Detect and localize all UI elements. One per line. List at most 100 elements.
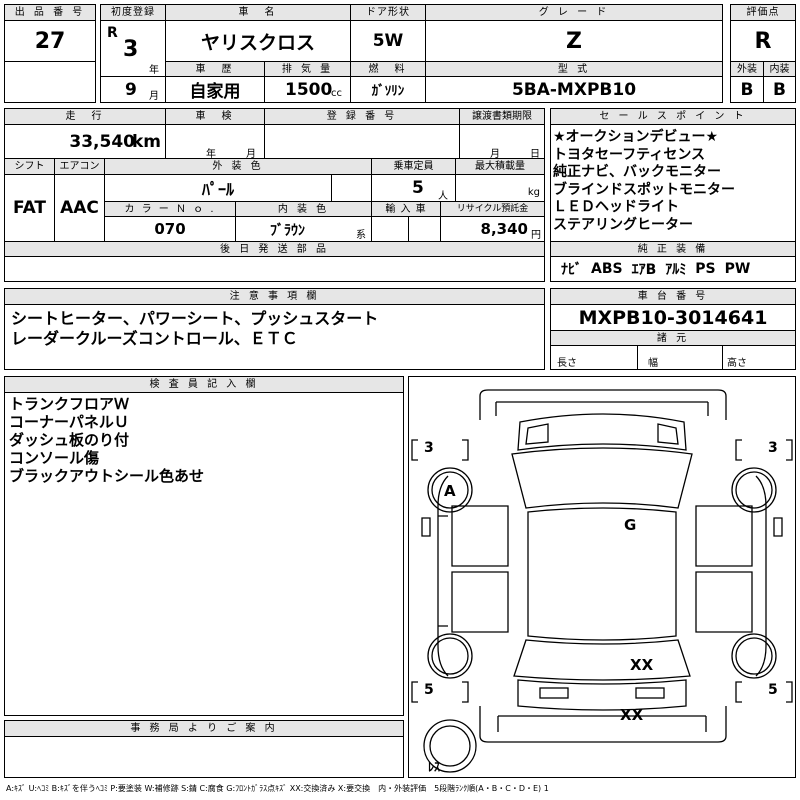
registration-label: 登 録 番 号 xyxy=(264,108,460,125)
history-label: 車 歴 xyxy=(165,61,265,77)
inspection-cell: 年 月 xyxy=(165,124,265,159)
transfer-month-unit: 月 xyxy=(490,149,500,159)
exterior-label: 外装 xyxy=(730,61,764,77)
capacity-value: 5 xyxy=(412,178,424,198)
car-name-value: ヤリスクロス xyxy=(165,20,351,62)
color-no-label: カ ラ ー Ｎ ｏ . xyxy=(104,201,236,217)
equipment-item-airbag: ｴｱB xyxy=(631,262,657,278)
recycle-unit: 円 xyxy=(531,230,541,241)
chassis-value: MXPB10-3014641 xyxy=(550,304,796,331)
door-type-value: 5W xyxy=(350,20,426,62)
month-cell: 9 月 xyxy=(100,76,166,103)
fuel-value: ｶﾞｿﾘﾝ xyxy=(350,76,426,103)
interior-color-cell: ﾌﾞﾗｳﾝ 系 xyxy=(235,216,372,242)
inspector-line: コーナーパネルＵ xyxy=(9,413,129,431)
year-unit: 年 xyxy=(149,65,159,76)
capacity-label: 乗車定員 xyxy=(371,158,456,175)
equipment-item-pw: PW xyxy=(724,261,751,277)
equipment-label: 純 正 装 備 xyxy=(550,241,796,257)
month-unit: 月 xyxy=(149,91,159,102)
equipment-item-navi: ﾅﾋﾞ xyxy=(561,262,582,278)
inspector-body: トランクフロアＷ コーナーパネルＵ ダッシュ板のり付 コンソール傷 ブラックアウ… xyxy=(4,392,404,716)
inspector-line: トランクフロアＷ xyxy=(9,395,130,413)
import-cell-2 xyxy=(408,216,441,242)
damage-mark-xx-trunk: XX xyxy=(630,656,654,674)
chassis-label: 車 台 番 号 xyxy=(550,288,796,305)
aircon-label: エアコン xyxy=(54,158,105,175)
mileage-cell: 33,540 km xyxy=(4,124,166,159)
exterior-color-label: 外 装 色 xyxy=(104,158,372,175)
year-value: 3 xyxy=(123,37,139,62)
spec-width: 幅 xyxy=(637,345,723,370)
car-diagram-frame xyxy=(408,376,796,778)
month-value: 9 xyxy=(125,80,137,100)
door-type-label: ドア形状 xyxy=(350,4,426,21)
score-value: R xyxy=(730,20,796,62)
spec-height: 高さ xyxy=(722,345,796,370)
fuel-label: 燃 料 xyxy=(350,61,426,77)
inspector-line: ダッシュ板のり付 xyxy=(9,431,130,449)
score-label: 評価点 xyxy=(730,4,796,21)
era-value: R xyxy=(107,25,118,41)
first-registration-cell: R 3 年 xyxy=(100,20,166,77)
diagram-count-bottom-left: 5 xyxy=(424,682,434,698)
damage-mark-a: A xyxy=(444,482,456,500)
displacement-cell: 1500 cc xyxy=(264,76,351,103)
diagram-count-top-right: 3 xyxy=(768,440,778,456)
office-notice-label: 事 務 局 よ り ご 案 内 xyxy=(4,720,404,737)
inspection-month-unit: 月 xyxy=(246,149,256,159)
inspector-label: 検 査 員 記 入 欄 xyxy=(4,376,404,393)
interior-color-value: ﾌﾞﾗｳﾝ xyxy=(270,223,305,239)
spare-tire-label: ﾚｽ xyxy=(428,760,441,774)
sales-point-item: トヨタセーフティセンス xyxy=(553,146,706,163)
registration-cell xyxy=(264,124,460,159)
lot-number-value: 27 xyxy=(4,20,96,62)
max-load-label: 最大積載量 xyxy=(455,158,545,175)
aircon-value: AAC xyxy=(54,174,105,242)
shift-value: FAT xyxy=(4,174,55,242)
import-label: 輸 入 車 xyxy=(371,201,441,217)
transfer-day-unit: 日 xyxy=(530,149,540,159)
office-notice-body xyxy=(4,736,404,778)
later-parts-cell xyxy=(4,256,545,282)
capacity-cell: 5 人 xyxy=(371,174,456,202)
legend-text: A:ｷｽﾞ U:ﾍｺﾐ B:ｷｽﾞを伴うﾍｺﾐ P:要塗装 W:補修跡 S:錆 … xyxy=(6,784,549,793)
equipment-item-alloy: ｱﾙﾐ xyxy=(665,262,687,278)
lot-number-label: 出 品 番 号 xyxy=(4,4,96,21)
interior-label: 内装 xyxy=(763,61,796,77)
notes-line: シートヒーター、パワーシート、プッシュスタート xyxy=(11,309,379,328)
inspection-label: 車 検 xyxy=(165,108,265,125)
sales-points-list: ★オークションデビュー★ トヨタセーフティセンス 純正ナビ、バックモニター ブラ… xyxy=(550,124,796,242)
transfer-deadline-cell: 月 日 xyxy=(459,124,545,159)
recycle-label: リサイクル預託金 xyxy=(440,201,545,217)
interior-color-label: 内 装 色 xyxy=(235,201,372,217)
displacement-unit: cc xyxy=(331,88,342,99)
inspector-line: コンソール傷 xyxy=(9,449,100,467)
sales-points-label: セ ー ル ス ポ イ ン ト xyxy=(550,108,796,125)
notes-body: シートヒーター、パワーシート、プッシュスタート レーダークルーズコントロール、Ｅ… xyxy=(4,304,545,370)
capacity-unit: 人 xyxy=(438,191,448,202)
sales-point-item: ＬＥＤヘッドライト xyxy=(553,199,679,215)
lot-number-blank xyxy=(4,61,96,103)
interior-value: B xyxy=(763,76,796,103)
first-registration-label: 初度登録 xyxy=(100,4,166,21)
sales-point-item: ★オークションデビュー★ xyxy=(553,129,719,145)
spec-length: 長さ xyxy=(550,345,638,370)
history-value: 自家用 xyxy=(165,76,265,103)
sales-point-item: ステアリングヒーター xyxy=(553,216,693,233)
exterior-color-blank xyxy=(331,174,372,202)
displacement-label: 排 気 量 xyxy=(264,61,351,77)
inspection-year-unit: 年 xyxy=(206,149,216,159)
recycle-cell: 8,340 円 xyxy=(440,216,545,242)
car-diagram xyxy=(411,389,793,773)
grade-label: グ レ ー ド xyxy=(425,4,723,21)
interior-color-unit: 系 xyxy=(356,230,366,241)
model-value: 5BA-MXPB10 xyxy=(425,76,723,103)
mileage-value: 33,540 xyxy=(69,132,135,152)
damage-mark-g: G xyxy=(624,516,637,534)
exterior-value: B xyxy=(730,76,764,103)
model-label: 型 式 xyxy=(425,61,723,77)
notes-line: レーダークルーズコントロール、ＥＴＣ xyxy=(11,329,298,348)
equipment-list: ﾅﾋﾞ ABS ｴｱB ｱﾙﾐ PS PW xyxy=(550,256,796,282)
diagram-count-top-left: 3 xyxy=(424,440,434,456)
